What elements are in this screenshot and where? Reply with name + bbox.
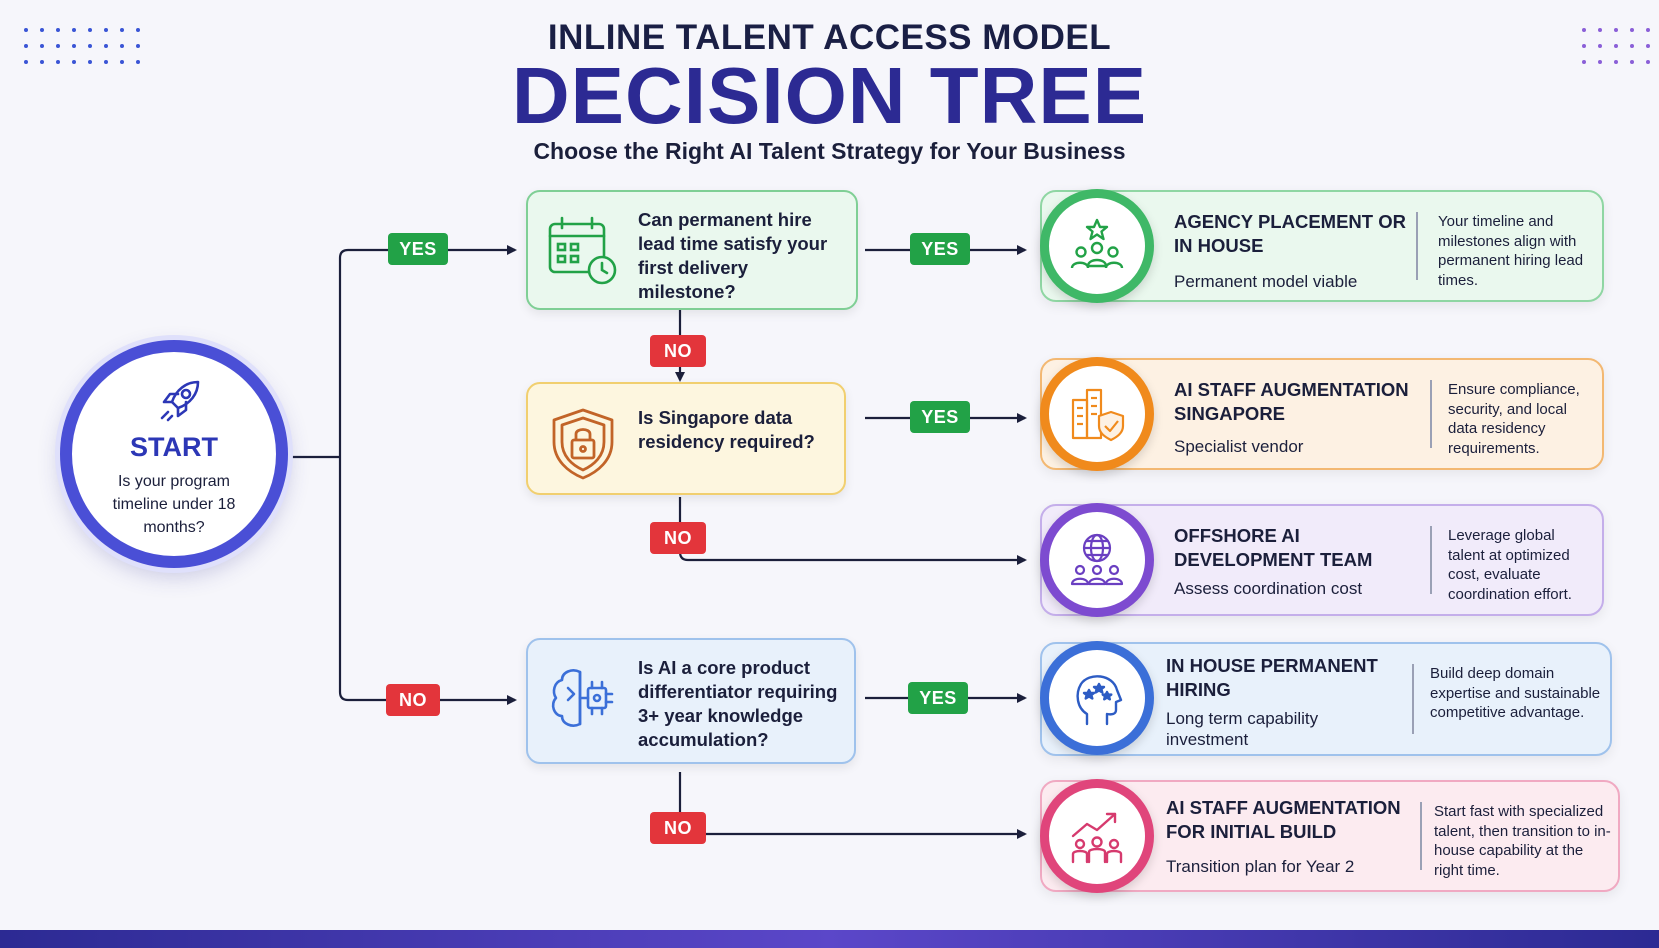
outcome-card-in-house-permanent: IN HOUSE PERMANENT HIRING Long term capa… <box>1040 641 1612 756</box>
outcome-subtitle: Assess coordination cost <box>1174 579 1363 598</box>
card-divider <box>1416 212 1418 280</box>
outcome-title: OFFSHORE AI DEVELOPMENT TEAM <box>1174 525 1373 570</box>
outcome-icon-circle <box>1040 779 1154 893</box>
header-title-main: DECISION TREE <box>511 51 1148 140</box>
head-stars-icon <box>1076 675 1123 726</box>
outcome-title: AGENCY PLACEMENT OR IN HOUSE <box>1174 211 1406 256</box>
outcome-icon-circle <box>1040 503 1154 617</box>
outcome-description: Ensure compliance, security, and local d… <box>1448 381 1580 457</box>
question-text: Is AI a core product differentiator requ… <box>638 657 838 750</box>
question-text: Is Singapore data residency required? <box>638 407 815 452</box>
outcome-title: IN HOUSE PERMANENT HIRING <box>1166 655 1378 700</box>
outcome-card-agency-placement: AGENCY PLACEMENT OR IN HOUSE Permanent m… <box>1040 189 1604 303</box>
card-divider <box>1430 380 1432 448</box>
outcome-description: Start fast with specialized talent, then… <box>1434 803 1611 879</box>
outcome-icon-circle <box>1040 189 1154 303</box>
no-badge: NO <box>650 335 706 367</box>
outcome-description: Your timeline and milestones align with … <box>1438 213 1584 289</box>
outcome-icon-circle <box>1040 641 1154 755</box>
outcome-card-offshore-team: OFFSHORE AI DEVELOPMENT TEAM Assess coor… <box>1040 503 1604 617</box>
brain-chip-icon <box>551 669 614 727</box>
card-divider <box>1412 664 1414 734</box>
bottom-accent-bar <box>0 930 1659 948</box>
decor-dots-left <box>24 28 140 64</box>
q3-no-arrow <box>678 772 1027 839</box>
outcome-description: Build deep domain expertise and sustaina… <box>1430 665 1601 721</box>
outcome-title: AI STAFF AUGMENTATION FOR INITIAL BUILD <box>1166 797 1401 842</box>
header-title-top: INLINE TALENT ACCESS MODEL <box>547 18 1112 57</box>
city-shield-icon <box>1071 388 1125 442</box>
yes-badge: YES <box>910 233 970 265</box>
question-box-permanent-hire: Can permanent hire lead time satisfy you… <box>526 190 858 310</box>
yes-badge: YES <box>910 401 970 433</box>
outcome-card-staff-augmentation-singapore: AI STAFF AUGMENTATION SINGAPORE Speciali… <box>1040 357 1604 471</box>
yes-badge: YES <box>908 682 968 714</box>
outcome-card-staff-augmentation-initial-build: AI STAFF AUGMENTATION FOR INITIAL BUILD … <box>1040 779 1620 893</box>
start-node: START Is your program timeline under 18 … <box>60 340 288 568</box>
calendar-clock-icon <box>548 216 617 285</box>
card-divider <box>1420 802 1422 870</box>
branch-vertical-line <box>338 248 349 702</box>
outcome-subtitle: Permanent model viable <box>1174 272 1358 291</box>
no-badge: NO <box>386 684 440 716</box>
no-badge: NO <box>650 522 706 554</box>
rocket-icon <box>160 380 200 422</box>
question-box-data-residency: Is Singapore data residency required? <box>526 382 846 495</box>
yes-badge: YES <box>388 233 448 265</box>
outcome-subtitle: Long term capability investment <box>1166 709 1319 749</box>
header-subtitle: Choose the Right AI Talent Strategy for … <box>533 138 1126 164</box>
start-question: Is your program timeline under 18 months… <box>112 473 236 536</box>
start-label: START <box>130 432 218 462</box>
no-badge: NO <box>650 812 706 844</box>
q2-no-arrow <box>678 497 1027 565</box>
question-box-core-differentiator: Is AI a core product differentiator requ… <box>526 638 856 764</box>
outcome-subtitle: Specialist vendor <box>1174 437 1304 456</box>
growth-team-icon <box>1071 812 1123 864</box>
outcome-subtitle: Transition plan for Year 2 <box>1166 857 1355 876</box>
outcome-title: AI STAFF AUGMENTATION SINGAPORE <box>1174 379 1409 424</box>
decor-dots-right <box>1582 28 1650 64</box>
question-text: Can permanent hire lead time satisfy you… <box>638 209 828 302</box>
team-star-icon <box>1070 218 1124 269</box>
card-divider <box>1430 526 1432 594</box>
globe-team-icon <box>1070 533 1124 586</box>
outcome-description: Leverage global talent at optimized cost… <box>1448 527 1572 603</box>
outcome-icon-circle <box>1040 357 1154 471</box>
shield-lock-icon <box>552 408 614 480</box>
